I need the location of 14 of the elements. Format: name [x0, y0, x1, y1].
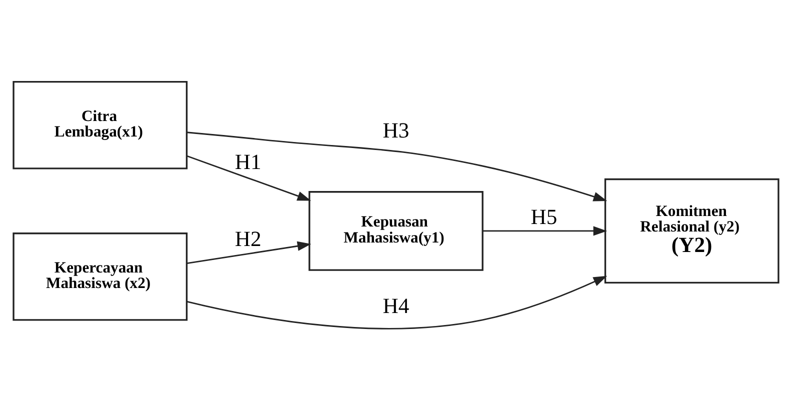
edge-label: H3 — [382, 118, 410, 143]
arrow — [186, 155, 312, 201]
edge-label: H2 — [234, 226, 262, 251]
edge-label: H1 — [234, 150, 262, 174]
arrow — [482, 226, 608, 236]
node-box: Citra Lembaga(x1) — [12, 80, 188, 170]
arrow — [186, 276, 608, 330]
node-box: Kepercayaan Mahasiswa (x2) — [12, 232, 188, 321]
node-box: Kepuasan Mahasiswa(y1) — [308, 191, 484, 271]
node-box: Komitmen Relasional (y2) (Y2) — [604, 178, 780, 284]
edge-label: H4 — [382, 294, 410, 318]
edge-label: H5 — [530, 205, 558, 230]
arrow — [186, 132, 608, 202]
arrow — [186, 241, 312, 264]
